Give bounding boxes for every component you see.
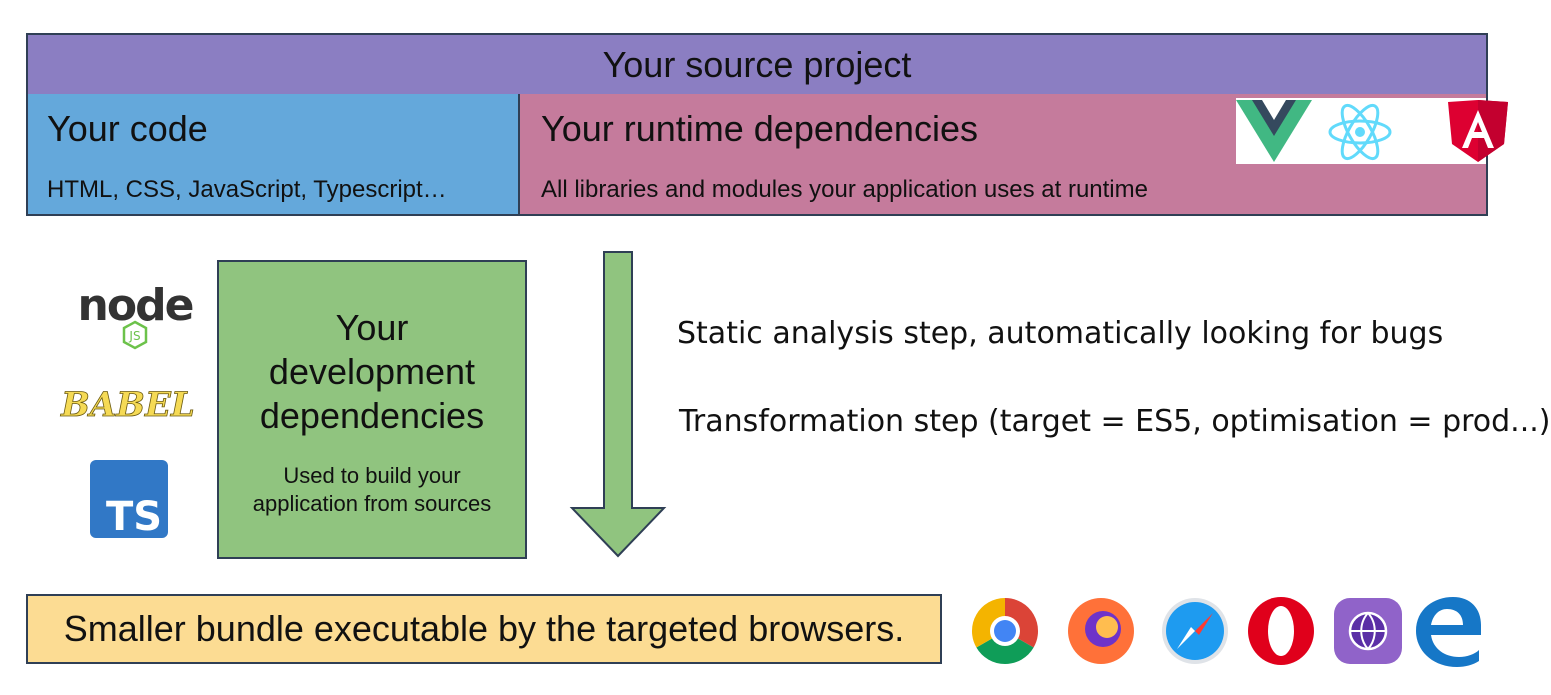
source-project-title: Your source project	[602, 43, 912, 85]
your-code-box: Your code HTML, CSS, JavaScript, Typescr…	[26, 94, 520, 216]
opera-icon	[1248, 597, 1314, 665]
runtime-dependencies-title: Your runtime dependencies	[541, 108, 978, 149]
your-code-subtitle: HTML, CSS, JavaScript, Typescript…	[47, 176, 447, 203]
runtime-dependencies-subtitle: All libraries and modules your applicati…	[541, 176, 1148, 203]
down-arrow-icon	[568, 250, 668, 560]
framework-logos	[1236, 98, 1508, 164]
safari-icon	[1162, 598, 1228, 664]
tor-icon	[1334, 598, 1402, 664]
development-dependencies-box: Your development dependencies Used to bu…	[217, 260, 527, 559]
bundle-output-box: Smaller bundle executable by the targete…	[26, 594, 942, 664]
development-dependencies-subtitle: Used to build your application from sour…	[252, 463, 492, 516]
your-code-title: Your code	[47, 108, 208, 149]
svg-text:JS: JS	[128, 329, 140, 343]
transformation-step: Transformation step (target = ES5, optim…	[679, 404, 1551, 439]
bundle-output-label: Smaller bundle executable by the targete…	[63, 608, 905, 649]
react-icon	[1328, 103, 1392, 161]
typescript-icon: TS	[90, 460, 168, 540]
edge-icon	[1416, 597, 1481, 667]
firefox-icon	[1068, 598, 1134, 664]
vue-icon	[1236, 100, 1312, 162]
babel-icon: BABEL	[60, 378, 195, 430]
source-project-header: Your source project	[26, 33, 1488, 96]
chrome-icon	[971, 598, 1039, 665]
svg-text:TS: TS	[106, 494, 162, 540]
development-dependencies-title: Your development dependencies	[259, 307, 485, 436]
node-icon: node JS	[74, 276, 196, 352]
browser-logos	[964, 596, 1484, 667]
svg-text:BABEL: BABEL	[60, 385, 195, 425]
static-analysis-step: Static analysis step, automatically look…	[677, 316, 1444, 351]
angular-icon	[1448, 100, 1508, 162]
